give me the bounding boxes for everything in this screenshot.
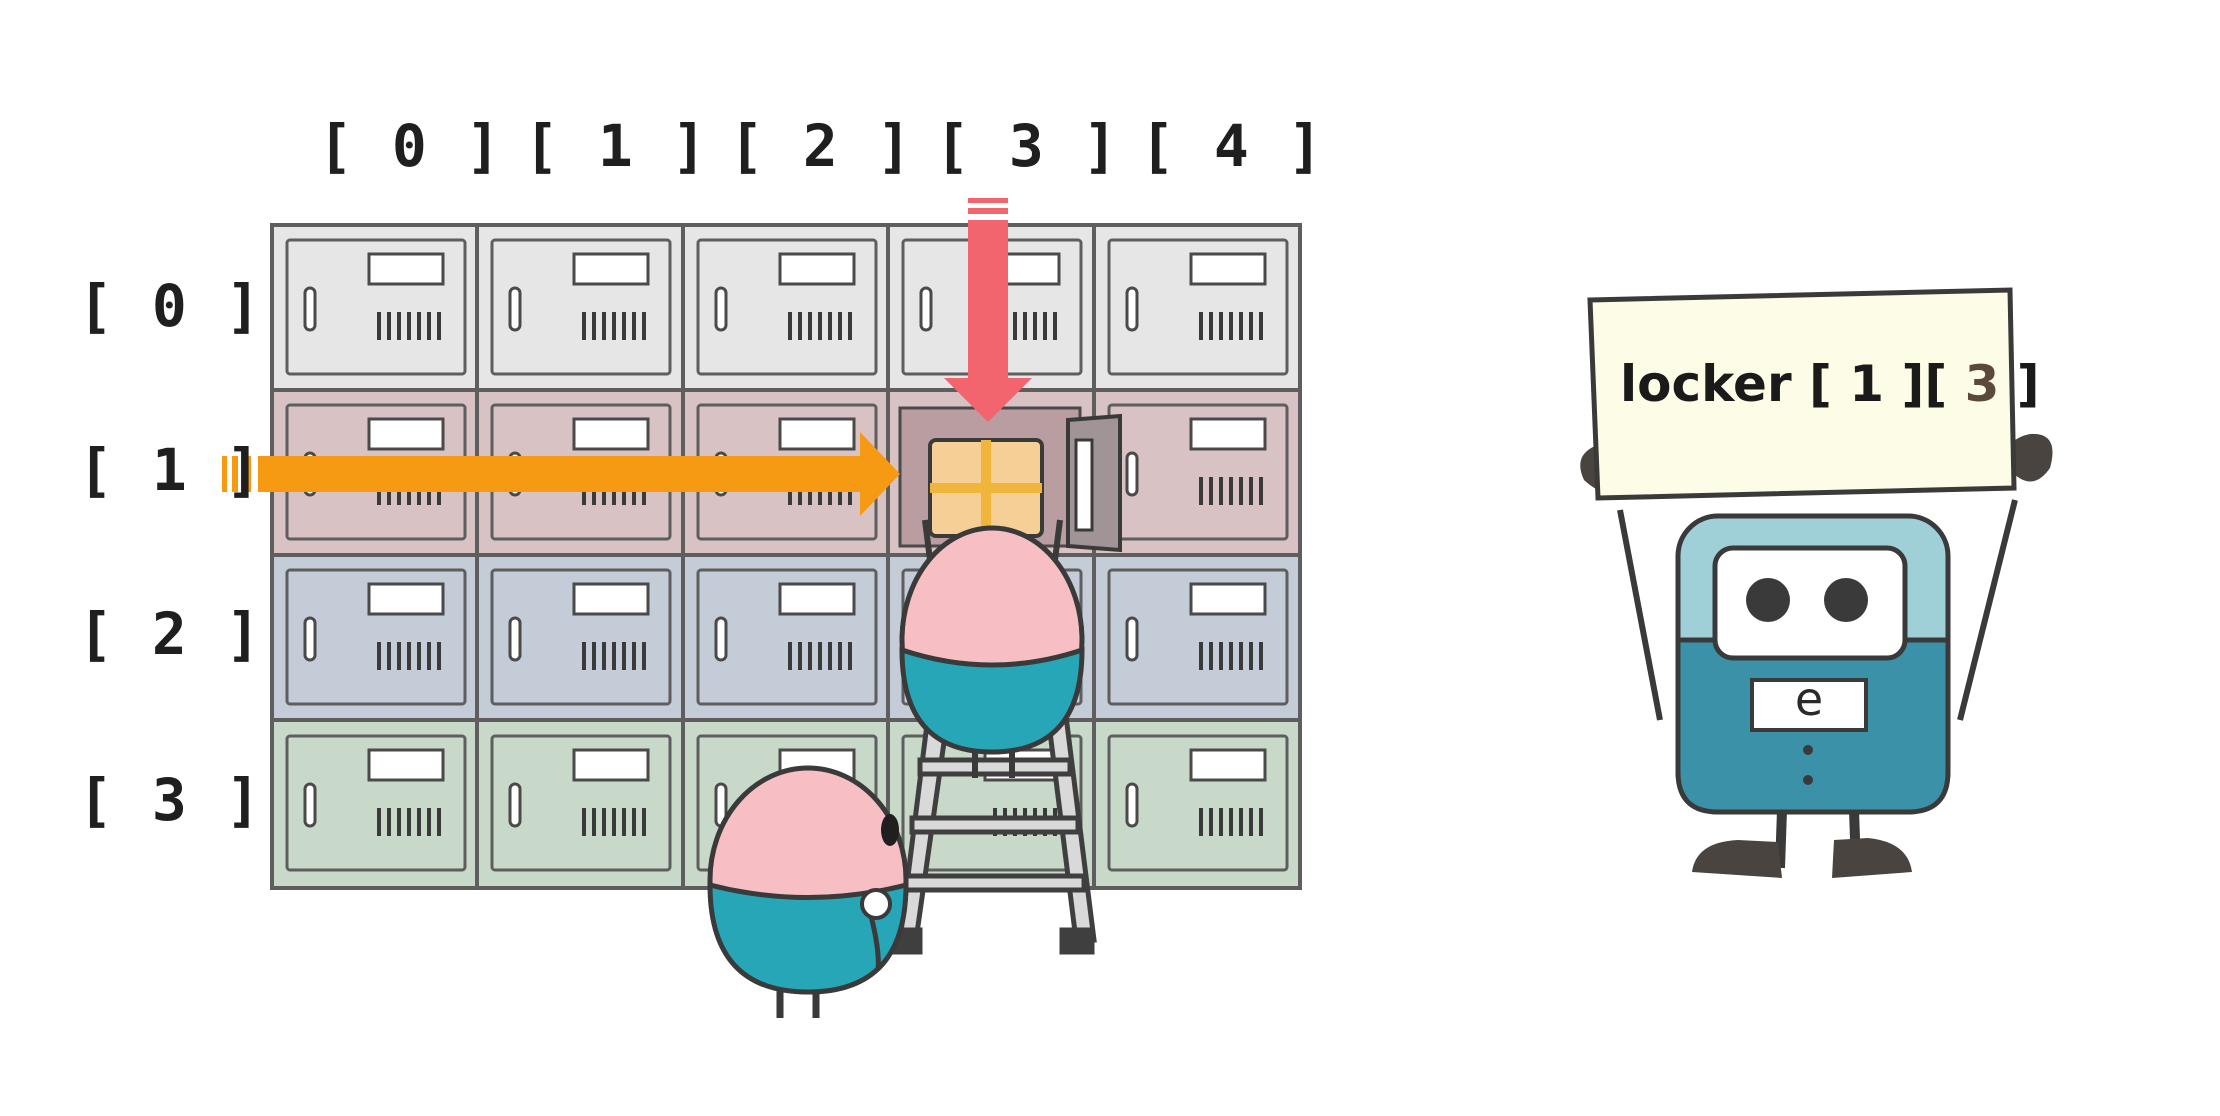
sign-text-index: 3 <box>1964 355 2000 413</box>
row-label-1: [ 1 ] <box>78 436 263 504</box>
ladder <box>889 697 1097 955</box>
row-label-3: [ 3 ] <box>78 766 263 834</box>
column-label-3: [ 3 ] <box>935 112 1120 180</box>
robot-mascot <box>1580 287 2053 878</box>
package <box>928 438 1044 538</box>
column-label-4: [ 4 ] <box>1140 112 1325 180</box>
character-on-ladder <box>899 519 1085 778</box>
row-label-0: [ 0 ] <box>78 272 263 340</box>
column-arrow <box>944 198 1032 422</box>
locker-row-2 <box>270 553 1302 722</box>
locker-row-0 <box>270 223 1302 392</box>
sign-text: locker [ 1 ][ 3 ] <box>1620 355 2040 413</box>
row-arrow <box>222 432 900 516</box>
column-label-1: [ 1 ] <box>524 112 709 180</box>
sign-text-prefix: locker [ 1 ][ <box>1620 355 1965 413</box>
column-label-2: [ 2 ] <box>729 112 914 180</box>
sign-text-suffix: ] <box>1999 355 2040 413</box>
column-label-0: [ 0 ] <box>318 112 503 180</box>
sign-board <box>1587 287 2017 501</box>
robot-badge-letter: e <box>1794 672 1824 726</box>
character-on-ground <box>707 765 909 1018</box>
row-label-2: [ 2 ] <box>78 600 263 668</box>
